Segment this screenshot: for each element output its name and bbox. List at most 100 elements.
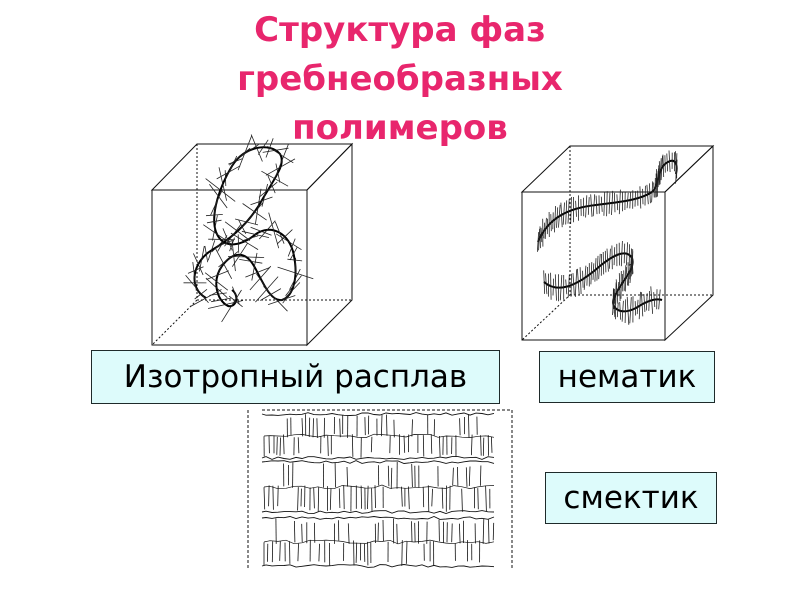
slide-title-line-2: гребнеобразных — [237, 59, 563, 99]
smectic-side-chain — [367, 485, 369, 510]
side-chain-stroke — [209, 292, 227, 296]
smectic-side-chain — [411, 419, 413, 437]
side-chain-stroke — [199, 245, 205, 272]
side-chain-stroke — [570, 196, 572, 225]
side-chain-stroke — [267, 175, 276, 194]
side-chain-stroke — [205, 178, 236, 202]
side-chain-stroke — [616, 302, 619, 318]
smectic-side-chain — [471, 434, 473, 456]
side-chain-stroke — [572, 273, 575, 296]
side-chain-stroke — [262, 147, 289, 153]
smectic-backbone — [263, 484, 495, 490]
nem-side-chains — [537, 150, 678, 325]
side-chain-stroke — [232, 286, 240, 304]
smectic-side-chain — [374, 485, 376, 509]
side-chain-stroke — [205, 214, 223, 217]
smectic-side-chain — [343, 485, 345, 510]
iso-side-chains — [183, 134, 314, 323]
nematic-label-text: нематик — [557, 359, 697, 395]
side-chain-stroke — [627, 262, 630, 286]
side-chain-stroke — [567, 199, 570, 224]
side-chain-stroke — [241, 230, 270, 238]
side-chain-stroke — [626, 192, 629, 209]
smectic-side-chain — [277, 485, 279, 507]
smectic-side-chain — [301, 418, 304, 437]
smectic-backbone — [261, 460, 495, 464]
side-chain-stroke — [255, 276, 279, 303]
nematic-label: нематик — [539, 351, 715, 403]
side-chain-stroke — [242, 235, 259, 242]
smectic-side-chain — [461, 488, 463, 512]
side-chain-stroke — [629, 297, 632, 324]
isotropic-melt-illustration — [150, 134, 354, 347]
smectic-side-chain — [408, 486, 410, 510]
smectic-side-chain — [294, 520, 296, 543]
nem-cube-top-face — [520, 145, 715, 193]
smectic-side-chain — [386, 414, 388, 436]
smectic-side-chain — [451, 523, 453, 543]
smectic-side-chain — [327, 435, 329, 457]
side-chain-stroke — [579, 267, 582, 295]
side-chain-stroke — [594, 258, 597, 282]
side-chain-stroke — [634, 191, 636, 207]
smectic-side-chain — [492, 522, 495, 541]
side-chain-stroke — [628, 263, 631, 280]
side-chain-stroke — [215, 248, 233, 279]
side-chain-stroke — [257, 139, 269, 155]
isotropic-melt-label-text: Изотропный расплав — [123, 359, 468, 395]
side-chain-stroke — [226, 155, 238, 178]
side-chain-stroke — [556, 207, 559, 228]
iso-cube-hidden-edges — [151, 144, 352, 346]
smectic-side-chain — [316, 418, 318, 438]
slide-title-line-3: полимеров — [292, 108, 508, 148]
side-chain-stroke — [592, 263, 595, 280]
smectic-side-chain — [422, 486, 425, 508]
smectic-side-chain — [360, 485, 362, 509]
smectic-side-chain — [477, 488, 479, 510]
side-chain-stroke — [629, 255, 633, 284]
side-chain-stroke — [630, 257, 633, 277]
side-chain-stroke — [239, 259, 263, 264]
side-chain-stroke — [221, 289, 242, 323]
smectic-side-chain — [465, 467, 468, 487]
side-chain-stroke — [250, 196, 273, 206]
side-chain-stroke — [261, 170, 289, 187]
smectic-side-chain — [411, 521, 413, 542]
smectic-side-chain — [401, 486, 403, 507]
side-chain-stroke — [582, 270, 584, 288]
side-chain-stroke — [559, 274, 563, 301]
smectic-backbone — [261, 510, 495, 514]
side-chain-stroke — [658, 289, 661, 310]
side-chain-stroke — [653, 182, 655, 198]
smectic-side-chain — [297, 437, 300, 454]
smectic-side-chain — [390, 467, 393, 490]
smectic-label-text: смектик — [563, 480, 699, 516]
side-chain-stroke — [658, 165, 660, 186]
smectic-side-chain — [297, 543, 299, 562]
side-chain-stroke — [282, 290, 293, 304]
side-chain-stroke — [604, 250, 607, 273]
side-chain-stroke — [577, 268, 580, 295]
side-chain-stroke — [545, 273, 548, 295]
smectic-side-chain — [301, 523, 303, 543]
smectic-side-chain — [439, 435, 441, 457]
side-chain-stroke — [289, 247, 298, 261]
smectic-side-chain — [355, 542, 358, 563]
side-chain-stroke — [190, 289, 222, 307]
smectic-side-chain — [403, 435, 406, 453]
smectic-backbone — [263, 539, 495, 545]
side-chain-stroke — [537, 232, 539, 252]
smectic-side-chain — [338, 488, 341, 509]
smectic-side-chain — [431, 488, 433, 507]
side-chain-stroke — [205, 277, 228, 298]
side-chain-stroke — [646, 184, 649, 205]
side-chain-stroke — [245, 267, 270, 278]
side-chain-stroke — [567, 274, 570, 298]
side-chain-stroke — [277, 266, 314, 280]
side-chain-stroke — [206, 219, 222, 224]
smectic-side-chain — [459, 523, 461, 544]
side-chain-stroke — [265, 158, 296, 176]
side-chain-stroke — [585, 195, 588, 218]
side-chain-stroke — [613, 247, 616, 266]
